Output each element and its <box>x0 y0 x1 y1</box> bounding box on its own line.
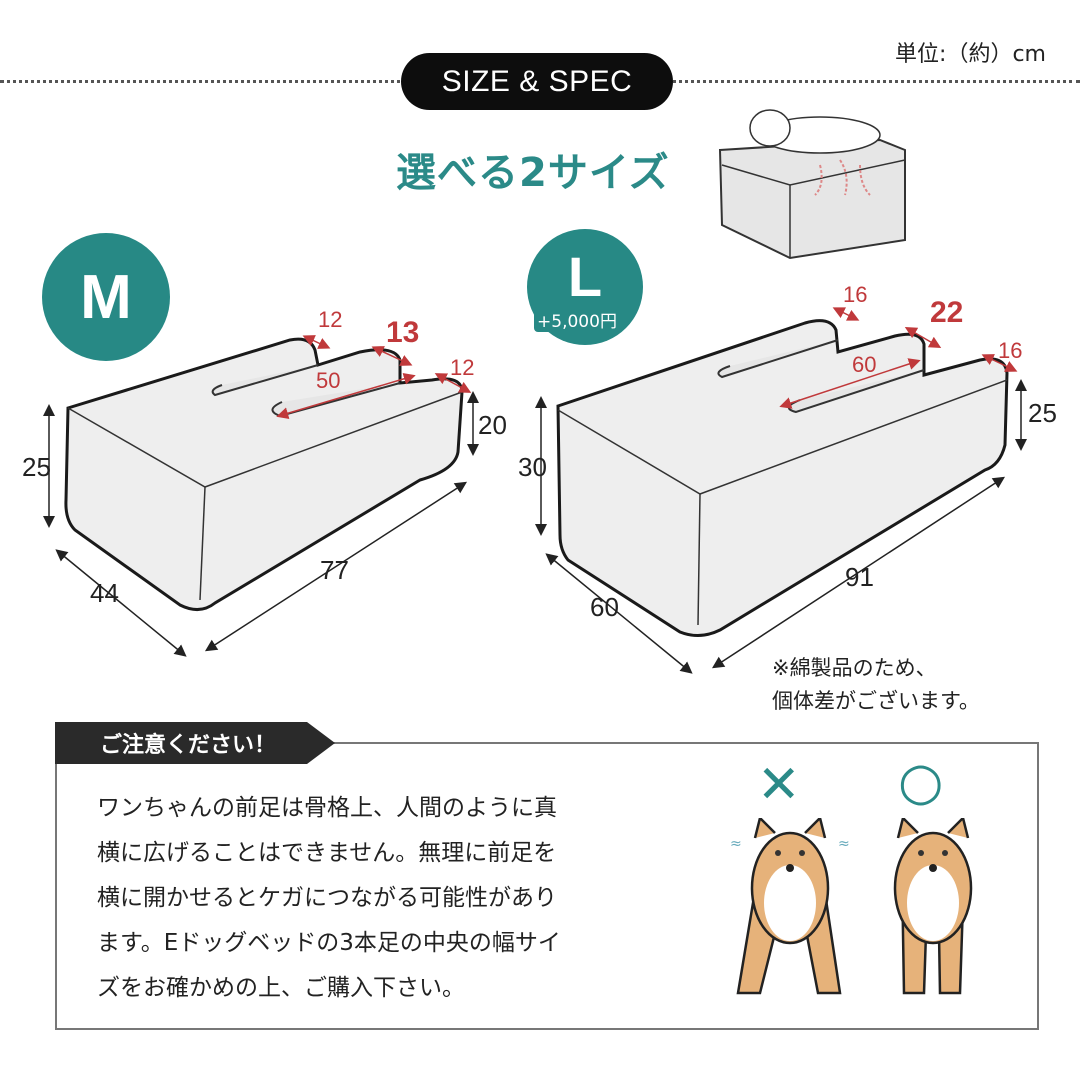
dog-on-bed-illustration <box>718 109 906 260</box>
caution-tab <box>55 722 335 764</box>
unit-label: 単位:（約）cm <box>895 42 1046 67</box>
m-width: 44 <box>90 578 119 608</box>
cotton-note-line-1: ※綿製品のため、 <box>772 656 937 680</box>
l-length: 91 <box>845 562 874 592</box>
section-title-pill: SIZE & SPEC <box>401 53 673 110</box>
svg-text:≈: ≈ <box>838 836 850 852</box>
bad-mark-icon: ✕ <box>757 755 801 815</box>
l-leg-left: 16 <box>843 282 868 307</box>
caution-text: ワンちゃんの前足は骨格上、人間のように真 横に広げることはできません。無理に前足… <box>97 786 657 1011</box>
cotton-note: ※綿製品のため、 個体差がございます。 <box>772 652 980 718</box>
shiba-dogs-illustration: ≈ ≈ <box>730 818 973 995</box>
m-height-front: 20 <box>478 410 507 440</box>
caution-box <box>55 742 1039 1030</box>
cotton-note-line-2: 個体差がございます。 <box>772 689 980 713</box>
caution-line: ます。Eドッグベッドの3本足の中央の幅サイ <box>97 930 561 956</box>
l-slot-length: 60 <box>852 352 877 377</box>
size-l-badge: L +5,000円 <box>527 229 643 345</box>
section-title: SIZE & SPEC <box>441 64 633 98</box>
good-mark-icon: ○ <box>898 752 944 812</box>
size-l-price: +5,000円 <box>534 306 620 332</box>
l-leg-right: 16 <box>998 338 1023 363</box>
caution-line: ワンちゃんの前足は骨格上、人間のように真 <box>97 795 557 821</box>
l-bed-illustration <box>535 307 1027 674</box>
l-height-back: 30 <box>518 452 547 482</box>
m-length: 77 <box>320 555 349 585</box>
headline: 選べる2サイズ <box>396 150 670 196</box>
m-leg-right: 12 <box>450 355 475 380</box>
size-m-badge: M <box>42 233 170 361</box>
m-leg-center: 13 <box>386 316 420 349</box>
caution-line: ズをお確かめの上、ご購入下さい。 <box>97 975 465 1001</box>
l-width: 60 <box>590 592 619 622</box>
m-leg-left: 12 <box>318 307 343 332</box>
m-bed-illustration <box>43 335 479 657</box>
caution-line: 横に広げることはできません。無理に前足を <box>97 840 557 866</box>
svg-text:≈: ≈ <box>730 836 742 852</box>
dog-legs-splayed-icon: ≈ ≈ <box>730 818 850 995</box>
caution-line: 横に開かせるとケガにつながる可能性があり <box>97 885 557 911</box>
m-height-back: 25 <box>22 452 51 482</box>
dog-legs-straight-icon <box>893 818 973 995</box>
caution-title: ご注意ください！ <box>100 733 277 758</box>
size-l-label: L <box>567 244 603 308</box>
l-leg-center: 22 <box>930 296 964 329</box>
size-m-label: M <box>80 262 132 332</box>
l-height-front: 25 <box>1028 398 1057 428</box>
m-slot-length: 50 <box>316 368 341 393</box>
